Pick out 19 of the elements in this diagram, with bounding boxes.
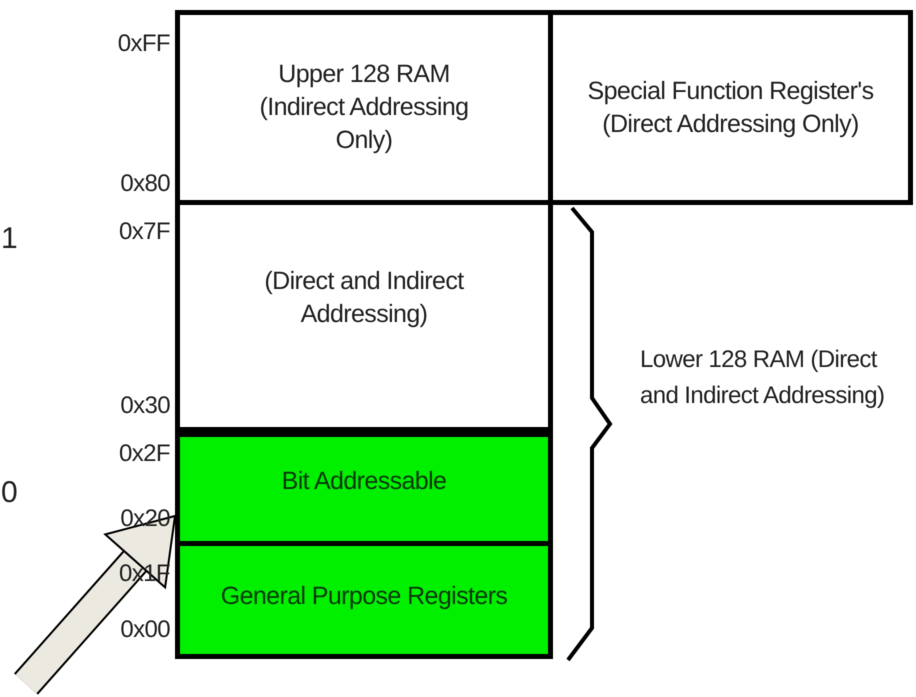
region-label: Special Function Register's (Direct Addressing Only) bbox=[586, 76, 874, 140]
address-label: 0x2F bbox=[118, 440, 170, 468]
memory-region bbox=[553, 10, 913, 205]
bit-label: 1 bbox=[1, 222, 18, 256]
memory-region bbox=[175, 205, 553, 432]
region-label: Upper 128 RAM (Indirect Addressing Only) bbox=[258, 59, 470, 156]
memory-region bbox=[175, 10, 553, 205]
memory-region bbox=[175, 546, 553, 659]
region-label: Bit Addressable bbox=[280, 466, 448, 496]
address-label: 0x30 bbox=[119, 392, 170, 420]
address-label: 0x80 bbox=[119, 170, 170, 198]
address-label: 0x00 bbox=[119, 616, 170, 644]
address-label: 0x7F bbox=[118, 218, 170, 246]
memory-region bbox=[175, 432, 553, 546]
region-note: Lower 128 RAM (Direct and Indirect Addressing) bbox=[640, 345, 886, 411]
address-label: 0xFF bbox=[116, 30, 170, 58]
bit-label: 0 bbox=[1, 476, 18, 510]
region-label: General Purpose Registers bbox=[220, 580, 508, 612]
region-label: (Direct and Indirect Addressing) bbox=[263, 266, 465, 330]
